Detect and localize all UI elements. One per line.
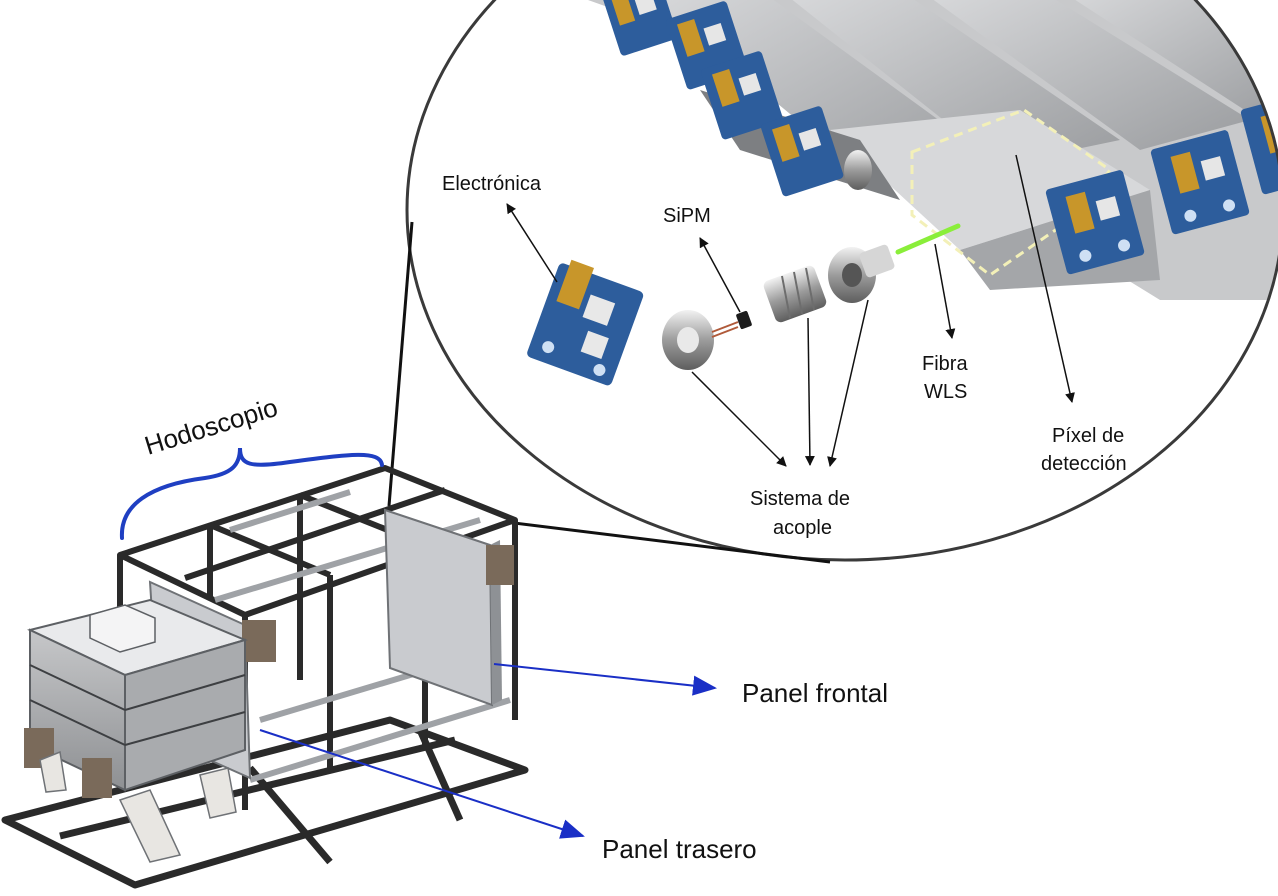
- label-electronica: Electrónica: [442, 173, 542, 195]
- label-sipm: SiPM: [663, 205, 711, 227]
- label-pixel-line2: detección: [1041, 453, 1127, 475]
- zoom-connector-bottom: [505, 520, 831, 564]
- detector-box: [24, 598, 248, 863]
- label-hodoscopio: Hodoscopio: [141, 392, 281, 461]
- label-fibra-line1: Fibra: [922, 353, 968, 375]
- sipm-sensor-icon: [736, 310, 752, 330]
- front-panel-pointer: [493, 663, 717, 696]
- coupling-nut-icon: [662, 310, 714, 370]
- label-panel-trasero: Panel trasero: [602, 834, 757, 864]
- coupling-connector-icon: [763, 265, 827, 323]
- hodoscope-bracket: [119, 447, 384, 540]
- back-panel-pointer: [259, 729, 585, 839]
- zoom-connector-left: [387, 221, 414, 507]
- pcb-board-icon: [527, 259, 644, 386]
- label-panel-frontal: Panel frontal: [742, 678, 888, 708]
- label-pixel-line1: Píxel de: [1052, 425, 1124, 447]
- fiber-ferrule-icon: [828, 244, 895, 303]
- wls-fiber: [895, 223, 961, 255]
- pcb-row-top: [601, 0, 844, 197]
- pcb-row-right: [1045, 90, 1278, 275]
- label-fibra-line2: WLS: [924, 381, 967, 403]
- detector-frame: [1, 465, 529, 889]
- label-sistema-line2: acople: [773, 517, 832, 539]
- zoom-lens: Electrónica SiPM Fibra WLS Píxel de dete…: [405, 0, 1278, 562]
- label-sistema-line1: Sistema de: [750, 488, 850, 510]
